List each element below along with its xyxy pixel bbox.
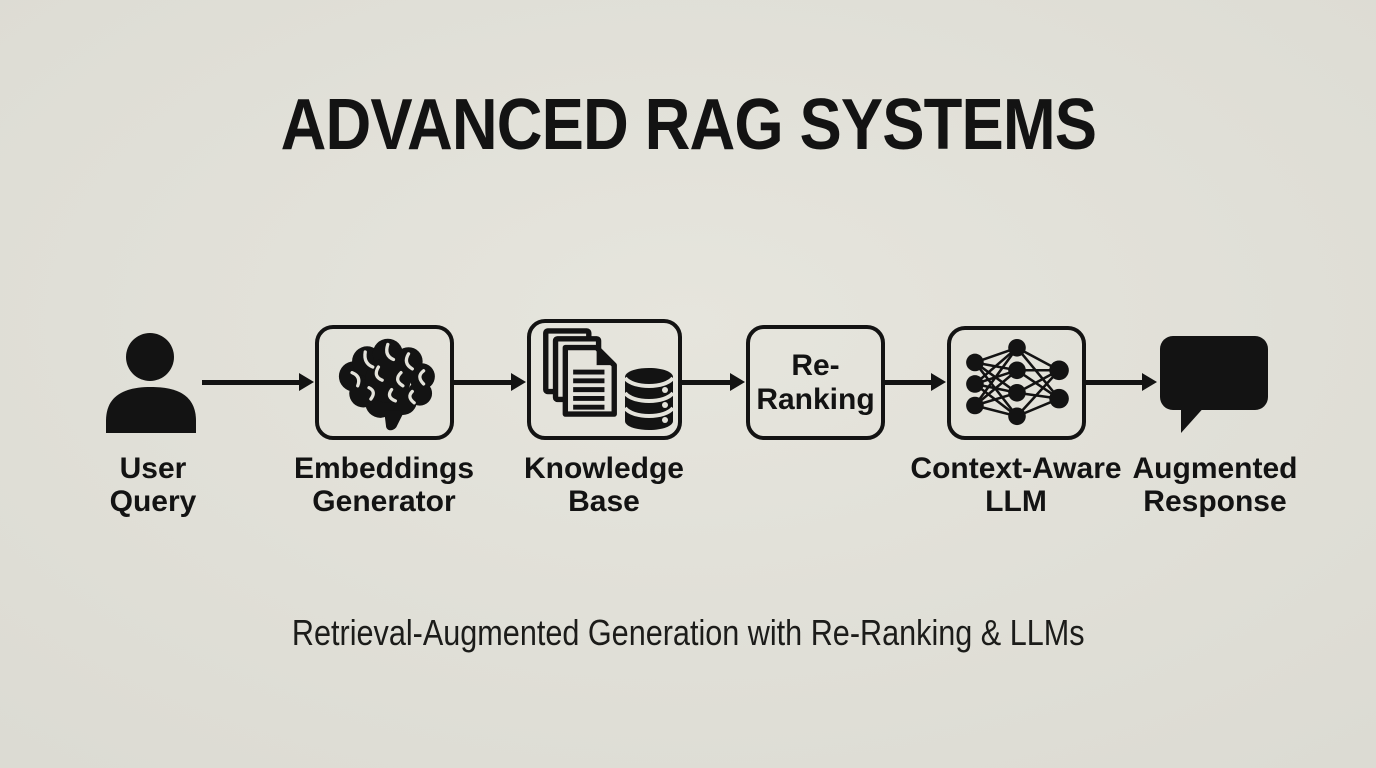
label-line: Augmented	[1132, 452, 1298, 485]
augmented-response-node	[1158, 334, 1270, 434]
label-user-query: User Query	[73, 452, 233, 518]
re-ranking-box-text-line1: Re-	[791, 348, 840, 382]
page-title-text: ADVANCED RAG SYSTEMS	[280, 85, 1096, 165]
subtitle: Retrieval-Augmented Generation with Re-R…	[0, 612, 1376, 654]
page-title: ADVANCED RAG SYSTEMS	[0, 84, 1376, 166]
label-line: Query	[109, 485, 197, 518]
label-context-aware-llm: Context-Aware LLM	[886, 452, 1146, 518]
arrow-knowledge-to-reranking	[682, 373, 745, 391]
database-icon	[623, 368, 675, 430]
label-line: Knowledge	[523, 452, 684, 485]
arrow-llm-to-response	[1086, 373, 1157, 391]
embeddings-generator-box	[315, 325, 454, 440]
knowledge-base-box	[527, 319, 682, 440]
arrow-reranking-to-llm	[885, 373, 946, 391]
label-knowledge-base: Knowledge Base	[494, 452, 714, 518]
person-icon	[106, 333, 196, 433]
arrow-user-to-embeddings	[202, 373, 314, 391]
user-query-node	[103, 333, 199, 433]
label-line: Base	[568, 485, 640, 518]
re-ranking-box-text-line2: Ranking	[756, 382, 875, 416]
label-line: LLM	[985, 485, 1047, 518]
documents-icon	[543, 328, 617, 417]
subtitle-text: Retrieval-Augmented Generation with Re-R…	[291, 612, 1085, 653]
neural-network-icon	[965, 338, 1069, 426]
arrow-embeddings-to-knowledge	[454, 373, 526, 391]
label-line: User	[119, 452, 187, 485]
label-line: Context-Aware	[910, 452, 1122, 485]
re-ranking-box: Re- Ranking	[746, 325, 885, 440]
label-line: Embeddings	[293, 452, 474, 485]
label-line: Response	[1143, 485, 1287, 518]
brain-icon	[338, 338, 435, 430]
label-line: Generator	[312, 485, 456, 518]
label-augmented-response: Augmented Response	[1100, 452, 1330, 518]
label-embeddings-generator: Embeddings Generator	[264, 452, 504, 518]
context-aware-llm-box	[947, 326, 1086, 440]
speech-bubble-icon	[1160, 336, 1268, 433]
